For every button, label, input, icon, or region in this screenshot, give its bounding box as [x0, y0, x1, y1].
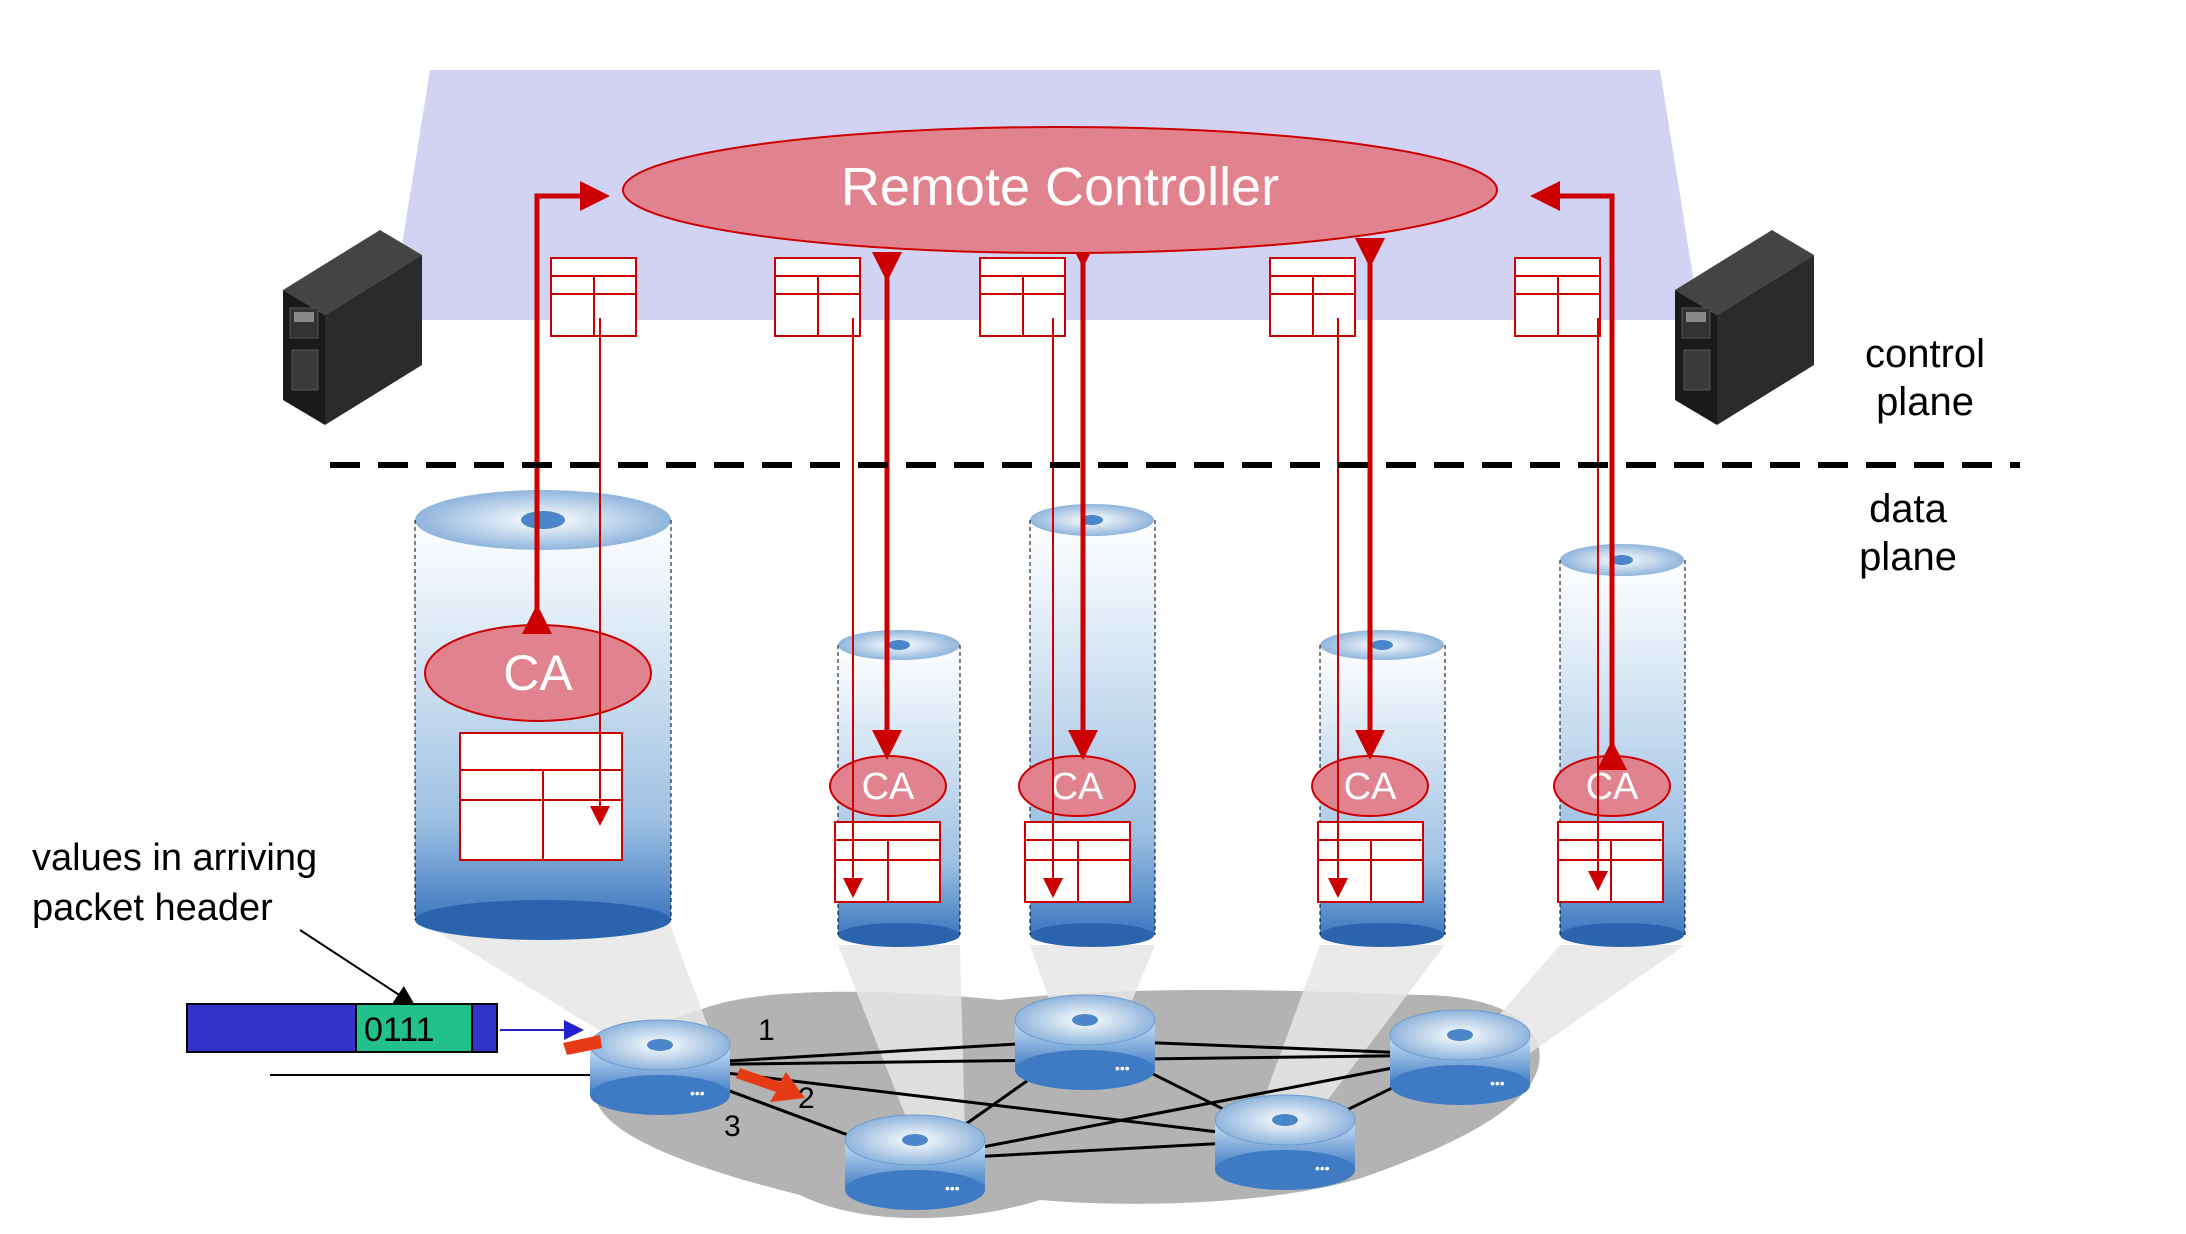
- remote-controller-label: Remote Controller: [841, 157, 1279, 217]
- server-right-icon: [1675, 230, 1814, 425]
- caption-pointer-arrow: [299, 929, 416, 1006]
- router-1: •••: [589, 1019, 731, 1115]
- port-label-2: 2: [798, 1082, 815, 1115]
- data-plane-label-line1: data: [1869, 487, 1948, 531]
- packet-header-field: [355, 1003, 473, 1053]
- control-agent-5: CA: [1553, 755, 1671, 817]
- packet-header-value: 0111: [364, 1011, 435, 1049]
- svg-text:CA: CA: [503, 645, 573, 701]
- flow-table-switch-4: [1317, 821, 1424, 903]
- control-agent-2: CA: [829, 755, 947, 817]
- svg-text:CA: CA: [862, 766, 915, 808]
- forward-out-arrow: [736, 1068, 805, 1102]
- svg-text:CA: CA: [1051, 766, 1104, 808]
- server-left-icon: [283, 230, 422, 425]
- control-agent-3: CA: [1018, 755, 1136, 817]
- packet-header: 0111: [186, 1003, 498, 1053]
- port-label-3: 3: [724, 1110, 741, 1143]
- control-agent-1: CA: [424, 624, 652, 722]
- svg-text:•••: •••: [945, 1180, 960, 1196]
- packet-caption-line1: values in arriving: [32, 837, 317, 879]
- router-4: •••: [1214, 1094, 1356, 1190]
- control-plane-label-line2: plane: [1876, 380, 1974, 424]
- control-channels: [522, 181, 1627, 770]
- flow-table-switch-1: [459, 732, 623, 861]
- svg-text:•••: •••: [1115, 1060, 1130, 1076]
- svg-text:•••: •••: [1315, 1160, 1330, 1176]
- port-label-1: 1: [758, 1014, 775, 1047]
- svg-text:•••: •••: [690, 1085, 705, 1101]
- flow-table-switch-5: [1557, 821, 1664, 903]
- flow-table-switch-2: [834, 821, 941, 903]
- svg-text:CA: CA: [1586, 766, 1639, 808]
- data-plane-label-line2: plane: [1859, 535, 1957, 579]
- router-3: •••: [844, 1114, 986, 1210]
- control-plane-label-line1: control: [1865, 332, 1985, 376]
- router-2: •••: [1014, 994, 1156, 1090]
- flow-table-switch-3: [1024, 821, 1131, 903]
- svg-text:•••: •••: [1490, 1075, 1505, 1091]
- forward-in-arrow: [563, 1035, 602, 1055]
- packet-caption-line2: packet header: [32, 887, 273, 929]
- control-agent-4: CA: [1311, 755, 1429, 817]
- svg-text:CA: CA: [1344, 766, 1397, 808]
- router-5: •••: [1389, 1009, 1531, 1105]
- remote-controller: Remote Controller: [622, 126, 1498, 254]
